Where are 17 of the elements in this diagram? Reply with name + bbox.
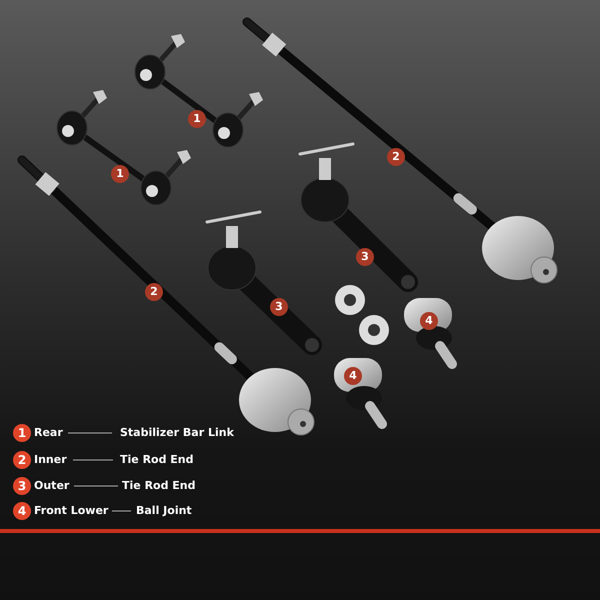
legend-number: 2 xyxy=(13,451,31,469)
legend-number: 4 xyxy=(13,502,31,520)
callout-number: 1 xyxy=(188,110,206,128)
callout-number: 1 xyxy=(111,165,129,183)
position-label: Inner xyxy=(34,452,67,468)
callout-number: 2 xyxy=(387,148,405,166)
position-label: Rear xyxy=(34,425,63,441)
part-name: Tie Rod End xyxy=(122,478,196,494)
callout-number: 3 xyxy=(356,248,374,266)
position-label: Outer xyxy=(34,478,70,494)
part-name: Stabilizer Bar Link xyxy=(120,425,234,441)
legend-number: 1 xyxy=(13,424,31,442)
part-name: Ball Joint xyxy=(136,503,192,519)
position-label: Front Lower xyxy=(34,503,108,519)
callout-number: 2 xyxy=(145,283,163,301)
part-name: Tie Rod End xyxy=(120,452,194,468)
legend-number: 3 xyxy=(13,477,31,495)
